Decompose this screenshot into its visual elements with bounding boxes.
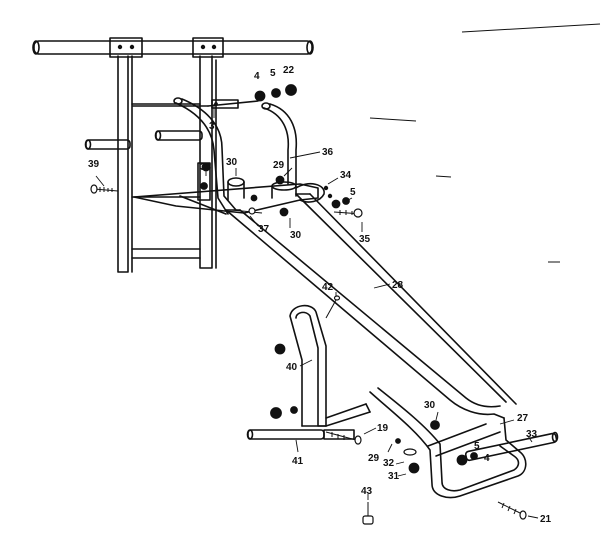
callout-38: 38 <box>200 162 212 173</box>
bolt-43 <box>362 502 374 525</box>
callout-27: 27 <box>517 413 529 424</box>
scan-mark <box>369 117 417 122</box>
slide-rail <box>225 193 517 419</box>
callout-5: 5 <box>474 441 480 452</box>
callout-37: 37 <box>258 224 270 235</box>
callout-33: 33 <box>526 429 538 440</box>
callout-3: 3 <box>209 121 215 132</box>
callout-35: 35 <box>359 234 371 245</box>
leader-lines <box>95 104 539 519</box>
callout-39: 39 <box>88 159 100 170</box>
callout-30: 30 <box>226 157 238 168</box>
callout-40: 40 <box>286 362 298 373</box>
callout-41: 41 <box>292 456 304 467</box>
callout-43: 43 <box>361 486 373 497</box>
scan-mark <box>435 175 452 178</box>
callout-19: 19 <box>377 423 389 434</box>
callout-31: 31 <box>388 471 400 482</box>
bolt-21 <box>497 501 527 520</box>
pivot-crossbar <box>133 162 333 215</box>
callout-34: 34 <box>340 170 352 181</box>
callout-22: 22 <box>283 65 295 76</box>
front-crossbar-33 <box>464 431 559 462</box>
top-handlebar <box>32 37 314 58</box>
callout-29: 29 <box>273 160 285 171</box>
bolt-19 <box>325 431 362 445</box>
right-handle-arm <box>261 102 298 185</box>
top-crossbar <box>132 99 259 109</box>
callout-30: 30 <box>290 230 302 241</box>
callout-42: 42 <box>322 282 334 293</box>
rear-stand-40 <box>289 304 371 427</box>
bolt-35 <box>333 208 363 218</box>
bolt-39 <box>90 184 119 194</box>
callout-28: 28 <box>392 280 404 291</box>
side-pegs <box>84 130 203 150</box>
callout-4: 4 <box>484 453 490 464</box>
callout-36: 36 <box>322 147 334 158</box>
callout-5: 5 <box>270 68 276 79</box>
callout-29: 29 <box>368 453 380 464</box>
callout-4: 4 <box>254 71 260 82</box>
callout-21: 21 <box>540 514 552 525</box>
nuts-and-washers <box>200 84 478 474</box>
callout-32: 32 <box>383 458 395 469</box>
base-frame-27 <box>369 387 527 499</box>
scan-mark <box>461 23 601 33</box>
bolt-42 <box>325 295 341 319</box>
floor-bar-41 <box>246 429 355 440</box>
callout-5: 5 <box>350 187 356 198</box>
callout-30: 30 <box>424 400 436 411</box>
